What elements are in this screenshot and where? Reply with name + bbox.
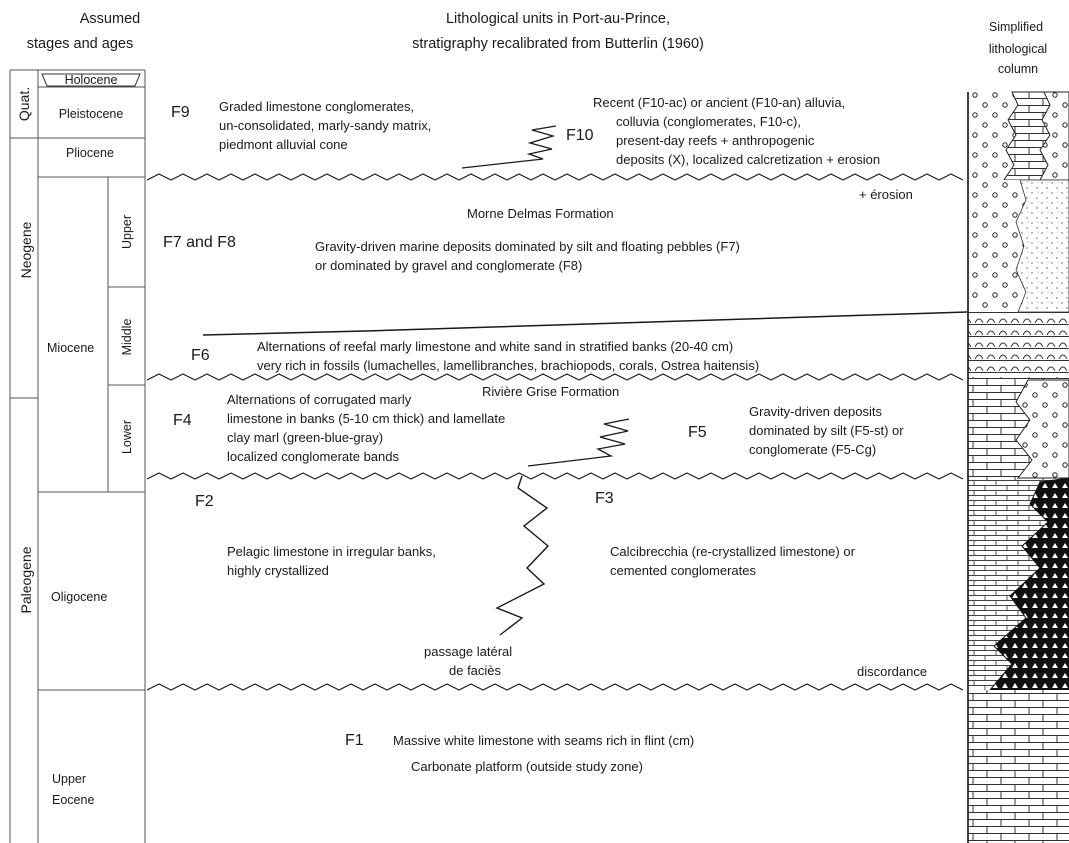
f6-code: F6 [191,347,210,364]
f6-boundary-line [202,311,968,336]
f4-desc-1: Alternations of corrugated marly [227,392,412,407]
header-left: Assumed stages and ages [27,11,140,52]
epoch-pleistocene: Pleistocene [59,107,124,121]
f5-desc-3: conglomerate (F5-Cg) [749,442,876,457]
f2-f3-lateral-passage [495,475,550,636]
f10-desc-2: colluvia (conglomerates, F10-c), [616,114,801,129]
unit-f4: F4 Alternations of corrugated marly lime… [173,392,505,464]
header-center-line-1: Lithological units in Port-au-Prince, [446,11,670,27]
f6-desc-1: Alternations of reefal marly limestone a… [257,339,733,354]
discordance-label: discordance [857,664,927,679]
unconformity-line-4 [146,683,964,691]
f5-desc-2: dominated by silt (F5-st) or [749,423,904,438]
f2-desc-1: Pelagic limestone in irregular banks, [227,544,436,559]
erosion-label: + érosion [859,187,913,202]
unconformity-line-2 [146,373,964,381]
sub-lower: Lower [120,420,134,454]
epoch-holocene: Holocene [65,73,118,87]
f9-desc-1: Graded limestone conglomerates, [219,99,414,114]
column-f3-calcibrecchia [988,477,1069,691]
header-center-line-2: stratigraphy recalibrated from Butterlin… [412,36,704,52]
unit-f2-desc: Pelagic limestone in irregular banks, hi… [227,544,436,578]
f4-code: F4 [173,412,192,429]
f7f8-desc-1: Gravity-driven marine deposits dominated… [315,239,740,254]
epoch-pliocene: Pliocene [66,146,114,160]
header-center: Lithological units in Port-au-Prince, st… [412,11,704,52]
f3-code: F3 [595,490,614,507]
time-scale [9,69,146,843]
header-right-line-2: lithological [989,42,1047,56]
epoch-miocene: Miocene [47,341,94,355]
f4-desc-3: clay marl (green-blue-gray) [227,430,383,445]
f2-code: F2 [195,493,214,510]
column-f6-reef [968,312,1069,377]
f7f8-desc-2: or dominated by gravel and conglomerate … [315,258,582,273]
unconformity-line-3 [146,472,964,480]
f3-desc-2: cemented conglomerates [610,563,756,578]
riviere-grise-formation: Rivière Grise Formation [482,384,619,399]
f3-desc-1: Calcibrecchia (re-crystallized limestone… [610,544,856,559]
column-f1-limestone [968,690,1069,843]
f9-desc-3: piedmont alluvial cone [219,137,348,152]
f6-desc-2: very rich in fossils (lumachelles, lamel… [257,358,759,373]
column-f7-silt [1015,179,1069,313]
f4-f5-lateral-passage [527,418,630,467]
passage-lateral-line-2: de faciès [449,663,502,678]
morne-delmas-formation: Morne Delmas Formation [467,206,614,221]
f10-desc-4: deposits (X), localized calcretization +… [616,152,880,167]
column-f10-conglomerate [1039,91,1069,181]
period-neogene: Neogene [18,221,34,278]
unit-f10: F10 Recent (F10-ac) or ancient (F10-an) … [566,95,880,167]
unit-f1: F1 Massive white limestone with seams ri… [345,732,694,774]
f10-desc-1: Recent (F10-ac) or ancient (F10-an) allu… [593,95,845,110]
period-paleogene: Paleogene [18,546,34,613]
f9-desc-2: un-consolidated, marly-sandy matrix, [219,118,431,133]
header-left-line-2: stages and ages [27,36,133,52]
f7f8-code: F7 and F8 [163,234,236,251]
f4-desc-4: localized conglomerate bands [227,449,399,464]
epoch-upper-eocene-line-1: Upper [52,772,86,786]
epoch-upper-eocene-line-2: Eocene [52,793,94,807]
header-right-line-3: column [998,62,1038,76]
unconformity-line-1 [146,173,964,181]
f10-desc-3: present-day reefs + anthropogenic [616,133,815,148]
unit-f7-f8: F7 and F8 Gravity-driven marine deposits… [163,234,740,273]
f5-code: F5 [688,424,707,441]
unit-f5: F5 Gravity-driven deposits dominated by … [688,404,904,457]
lithological-column [967,91,1069,843]
f5-desc-1: Gravity-driven deposits [749,404,882,419]
f2-desc-2: highly crystallized [227,563,329,578]
unit-f9: F9 Graded limestone conglomerates, un-co… [171,99,431,152]
f4-desc-2: limestone in banks (5-10 cm thick) and l… [227,411,505,426]
f9-code: F9 [171,104,190,121]
epoch-oligocene: Oligocene [51,590,107,604]
header-right-line-1: Simplified [989,20,1043,34]
unit-f3-desc: Calcibrecchia (re-crystallized limestone… [610,544,856,578]
f1-desc-2: Carbonate platform (outside study zone) [411,759,643,774]
f1-code: F1 [345,732,364,749]
passage-lateral-line-1: passage latéral [424,644,512,659]
column-f5-conglomerate [1015,379,1069,479]
period-quat: Quat. [16,87,32,121]
header-left-line-1: Assumed [80,11,140,27]
sub-upper: Upper [120,215,134,249]
sub-middle: Middle [120,319,134,356]
header-right: Simplified lithological column [989,20,1047,76]
f10-code: F10 [566,127,594,144]
f9-f10-lateral-passage [461,125,557,169]
f1-desc-1: Massive white limestone with seams rich … [393,733,694,748]
unit-f6: F6 Alternations of reefal marly limeston… [191,339,759,373]
